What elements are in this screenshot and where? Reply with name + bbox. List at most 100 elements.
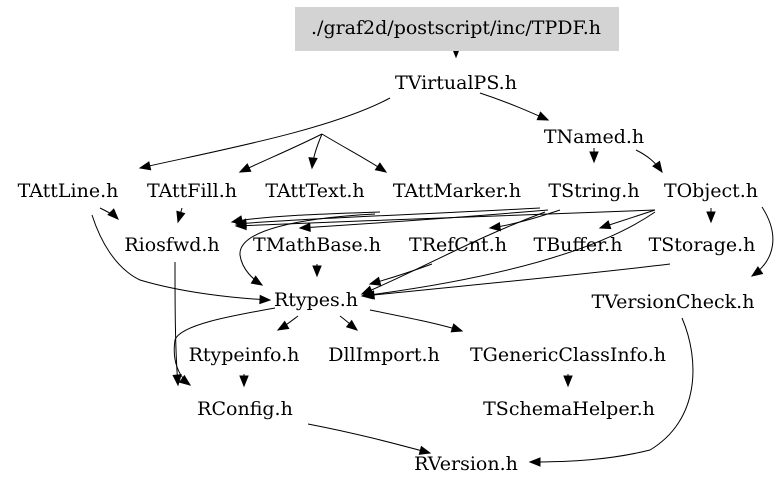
node-tstorage[interactable]: TStorage.h	[649, 234, 756, 256]
arrowhead-tvirtualps-to-tattline	[138, 161, 152, 171]
arrowhead-tstring-to-tmathbase	[298, 222, 311, 233]
arrowhead-tattmarker-to-rtypes	[250, 275, 264, 286]
arrowhead-rtypeinfo-to-rconfig	[239, 375, 249, 388]
node-tatttext[interactable]: TAttText.h	[265, 180, 364, 202]
node-tgenericclassinfo[interactable]: TGenericClassInfo.h	[470, 344, 666, 366]
node-label-tschemahelper: TSchemaHelper.h	[483, 398, 655, 420]
node-tpdf[interactable]: ./graf2d/postscript/inc/TPDF.h	[295, 7, 619, 51]
edge-tvirtualps-to-tattfill	[238, 133, 323, 173]
arrowhead-tversioncheck-to-rversion	[528, 457, 541, 467]
edge-tvirtualps-to-tattmarker	[321, 133, 388, 173]
arrowhead-tattfill-to-riosfwd	[176, 210, 186, 224]
edge-line-tstring-to-tmathbase	[299, 209, 549, 229]
node-tattline[interactable]: TAttLine.h	[18, 180, 119, 202]
node-label-tstring: TString.h	[548, 180, 639, 202]
edge-line-tvirtualps-to-tattfill	[239, 133, 323, 173]
edge-line-tvirtualps-to-tnamed	[479, 92, 549, 121]
edge-line-rconfig-to-rversion	[307, 423, 431, 454]
node-tvirtualps[interactable]: TVirtualPS.h	[395, 72, 517, 94]
node-label-dllimport: DllImport.h	[328, 344, 440, 366]
edge-tnamed-to-tstring	[589, 148, 599, 164]
arrowhead-tvirtualps-to-tattfill	[238, 163, 252, 173]
node-label-tversioncheck: TVersionCheck.h	[592, 291, 755, 313]
node-tattfill[interactable]: TAttFill.h	[147, 180, 237, 202]
arrowhead-tvirtualps-to-tatttext	[308, 157, 318, 170]
edge-riosfwd-to-rconfig	[172, 261, 182, 387]
node-label-tmathbase: TMathBase.h	[253, 234, 381, 256]
arrowhead-tobject-to-tbuffer	[598, 220, 612, 230]
arrowhead-tnamed-to-tstring	[589, 151, 599, 164]
arrowhead-tattline-to-riosfwd	[107, 208, 119, 220]
edge-trefcnt-to-rtypes	[368, 263, 433, 286]
edge-tstring-to-trefcnt	[488, 209, 561, 232]
edge-tattfill-to-riosfwd	[176, 207, 186, 224]
nodes-layer: ./graf2d/postscript/inc/TPDF.hTVirtualPS…	[18, 7, 758, 475]
arrowhead-trefcnt-to-rtypes	[368, 276, 382, 286]
edge-tvirtualps-to-tatttext	[308, 133, 323, 170]
edge-line-riosfwd-to-rconfig	[174, 261, 179, 386]
node-dllimport[interactable]: DllImport.h	[328, 344, 440, 366]
edge-tobject-to-riosfwd	[234, 209, 656, 231]
node-tnamed[interactable]: TNamed.h	[544, 126, 644, 148]
edge-line-tstring-to-trefcnt	[489, 209, 561, 229]
edge-rtypeinfo-to-rconfig	[239, 374, 249, 388]
node-rconfig[interactable]: RConfig.h	[197, 398, 293, 420]
root-node-box	[295, 7, 619, 51]
arrowhead-tattline-to-rtypes	[259, 294, 272, 305]
node-tbuffer[interactable]: TBuffer.h	[534, 234, 623, 256]
node-label-rtypeinfo: Rtypeinfo.h	[189, 344, 300, 366]
node-label-tvirtualps: TVirtualPS.h	[395, 72, 517, 94]
edge-tattline-to-riosfwd	[99, 207, 119, 220]
arrowhead-rconfig-to-rversion	[418, 445, 432, 455]
arrowhead-tobject-to-tversioncheck	[750, 266, 764, 277]
edge-tvirtualps-to-tattline	[138, 97, 391, 171]
node-label-tpdf: ./graf2d/postscript/inc/TPDF.h	[311, 17, 601, 39]
arrowhead-tnamed-to-tobject	[652, 160, 663, 174]
edge-tversioncheck-to-rversion	[528, 317, 694, 467]
edge-rtypes-to-dllimport	[339, 315, 359, 331]
arrowhead-tstring-to-trefcnt	[488, 221, 502, 232]
arrowhead-rtypes-to-tgenericclassinfo	[450, 323, 464, 333]
edge-tgenericclassinfo-to-tschemahelper	[563, 374, 573, 388]
edge-line-tvirtualps-to-tattmarker	[321, 133, 387, 173]
node-trefcnt[interactable]: TRefCnt.h	[409, 234, 507, 256]
edge-line-rtypes-to-tgenericclassinfo	[369, 309, 463, 332]
arrowhead-rtypes-to-rtypeinfo	[276, 320, 290, 331]
node-tmathbase[interactable]: TMathBase.h	[253, 234, 381, 256]
edge-rconfig-to-rversion	[307, 423, 432, 455]
arrowhead-tvirtualps-to-tnamed	[536, 111, 550, 121]
node-tversioncheck[interactable]: TVersionCheck.h	[592, 291, 755, 313]
node-label-riosfwd: Riosfwd.h	[124, 234, 219, 256]
node-label-rtypes: Rtypes.h	[274, 289, 358, 311]
node-riosfwd[interactable]: Riosfwd.h	[124, 234, 219, 256]
node-label-tattmarker: TAttMarker.h	[393, 180, 521, 202]
edge-line-tobject-to-riosfwd	[235, 209, 656, 227]
arrowhead-tmathbase-to-rtypes	[312, 265, 322, 278]
node-label-tnamed: TNamed.h	[544, 126, 644, 148]
node-label-tattline: TAttLine.h	[18, 180, 119, 202]
arrowhead-rtypes-to-rconfig	[178, 374, 192, 386]
node-tschemahelper[interactable]: TSchemaHelper.h	[483, 398, 655, 420]
node-label-tobject: TObject.h	[664, 180, 758, 202]
edge-line-tversioncheck-to-rversion	[529, 317, 694, 463]
edge-tstring-to-tmathbase	[298, 209, 549, 233]
node-tstring[interactable]: TString.h	[548, 180, 639, 202]
node-rtypes[interactable]: Rtypes.h	[274, 289, 358, 311]
edge-line-tobject-to-rtypes	[361, 211, 656, 297]
node-label-rversion: RVersion.h	[414, 453, 518, 475]
node-rversion[interactable]: RVersion.h	[414, 453, 518, 475]
edge-line-tattline-to-rtypes	[91, 214, 271, 301]
node-label-tstorage: TStorage.h	[649, 234, 756, 256]
edge-line-tstorage-to-rtypes	[363, 263, 671, 297]
edge-rtypes-to-tgenericclassinfo	[369, 309, 464, 333]
node-label-tgenericclassinfo: TGenericClassInfo.h	[470, 344, 666, 366]
node-rtypeinfo[interactable]: Rtypeinfo.h	[189, 344, 300, 366]
edge-tnamed-to-tobject	[635, 149, 663, 174]
node-tattmarker[interactable]: TAttMarker.h	[393, 180, 521, 202]
node-tobject[interactable]: TObject.h	[664, 180, 758, 202]
node-label-tatttext: TAttText.h	[265, 180, 364, 202]
arrowhead-tvirtualps-to-tattmarker	[374, 162, 388, 173]
node-label-tattfill: TAttFill.h	[147, 180, 237, 202]
edge-line-tvirtualps-to-tattline	[139, 97, 391, 169]
